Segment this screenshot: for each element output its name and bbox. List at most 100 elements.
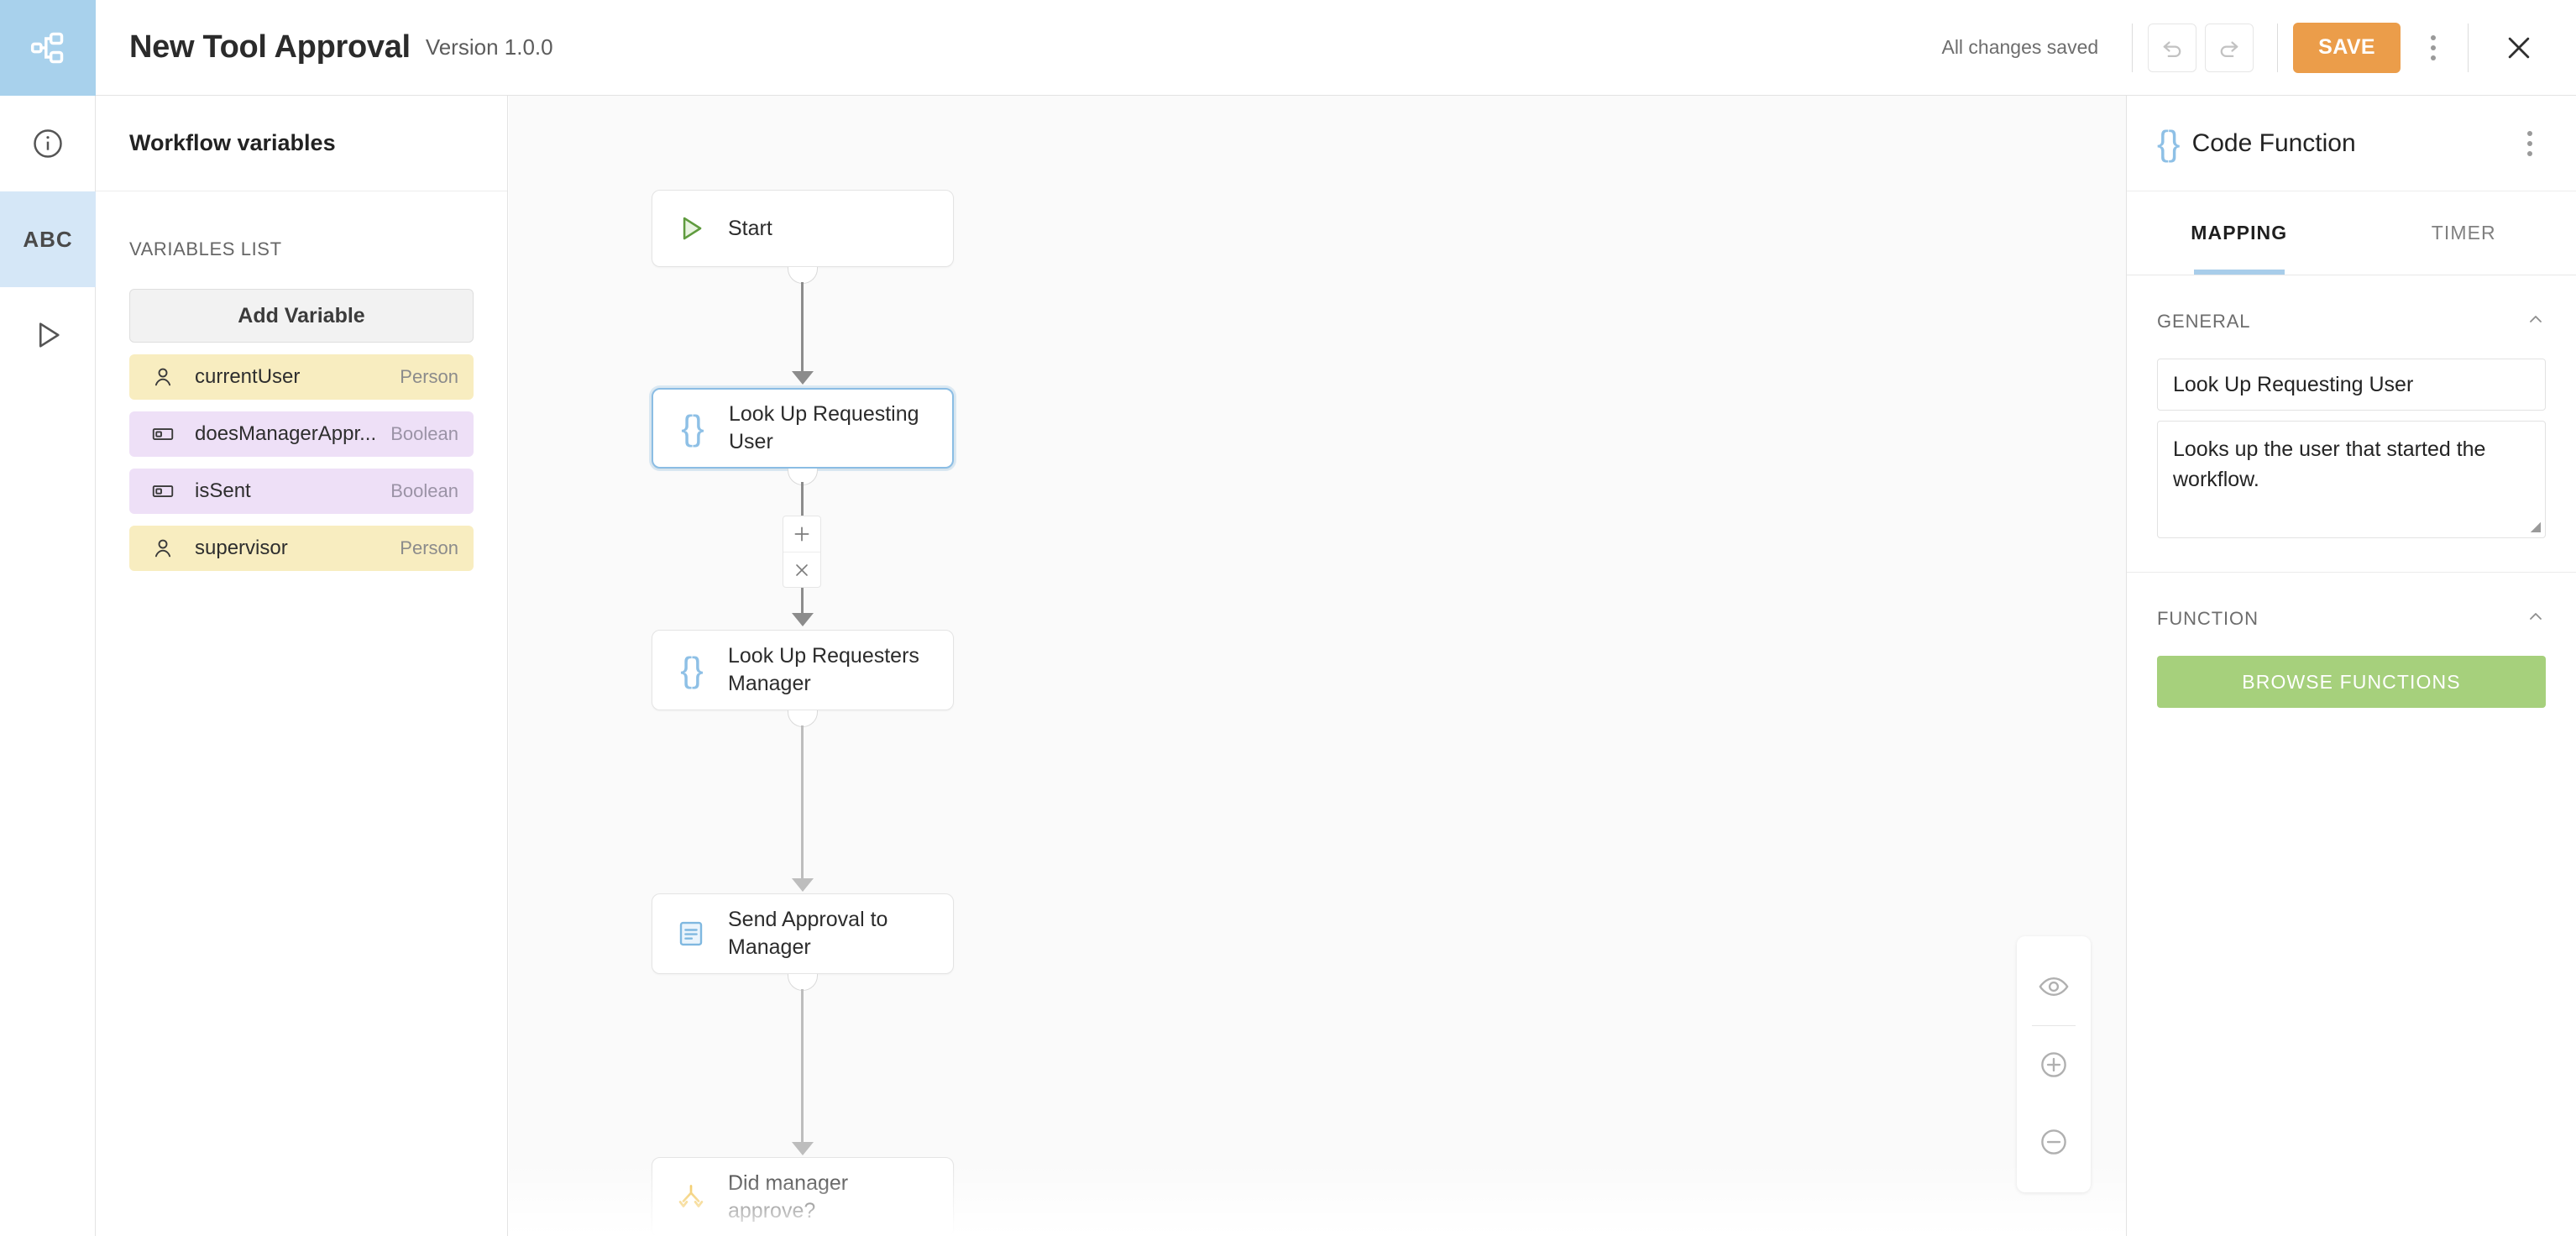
variable-type: Boolean <box>390 480 458 501</box>
toggle-preview-button[interactable] <box>2017 948 2091 1025</box>
variable-row[interactable]: isSent Boolean <box>129 469 474 514</box>
variable-type: Person <box>400 537 458 558</box>
tab-mapping[interactable]: MAPPING <box>2127 191 2352 275</box>
play-triangle-icon <box>39 322 60 348</box>
chevron-up-icon[interactable] <box>2526 606 2546 631</box>
variable-row[interactable]: currentUser Person <box>129 354 474 400</box>
workflow-edge[interactable] <box>801 725 804 882</box>
header-divider-2 <box>2277 23 2279 72</box>
abc-text-icon: ABC <box>23 226 73 252</box>
close-x-icon <box>2508 37 2530 58</box>
toggle-icon <box>148 476 178 506</box>
rail-item-info[interactable] <box>0 96 96 191</box>
workflow-node-look-up-requesting-user[interactable]: { } Look Up Requesting User <box>652 388 954 469</box>
toggle-icon <box>148 419 178 449</box>
zoom-in-icon <box>2041 1052 2066 1077</box>
variable-row[interactable]: doesManagerAppr... Boolean <box>129 411 474 457</box>
browse-functions-button[interactable]: BROWSE FUNCTIONS <box>2157 656 2546 708</box>
add-step-button[interactable] <box>783 516 820 552</box>
properties-tabs: MAPPING TIMER <box>2127 191 2576 275</box>
delete-edge-button[interactable] <box>783 552 820 587</box>
play-triangle-icon <box>671 212 711 244</box>
undo-button[interactable] <box>2148 23 2197 72</box>
workflow-canvas[interactable]: Start { } Look Up Requesting User <box>509 96 2126 1236</box>
app-logo[interactable] <box>0 0 96 96</box>
add-variable-button[interactable]: Add Variable <box>129 289 474 343</box>
variables-list-label: VARIABLES LIST <box>129 238 282 259</box>
kebab-dot <box>2431 55 2436 60</box>
workflow-edge[interactable] <box>801 282 804 374</box>
node-label: Start <box>728 216 772 240</box>
general-section: GENERAL Look Up Requesting User Looks up… <box>2127 275 2576 538</box>
node-description-textarea[interactable]: Looks up the user that started the workf… <box>2157 421 2546 538</box>
variable-type: Boolean <box>390 423 458 444</box>
node-label: Look Up Requesters Manager <box>728 644 919 695</box>
header-divider-1 <box>2132 23 2134 72</box>
general-section-header[interactable]: GENERAL <box>2157 309 2546 333</box>
branch-fork-icon <box>671 1182 711 1212</box>
node-label: Did manager approve? <box>728 1171 849 1223</box>
kebab-dot <box>2431 34 2436 40</box>
node-properties-panel: { } Code Function MAPPING TIMER GENERAL <box>2126 96 2576 1236</box>
variable-row[interactable]: supervisor Person <box>129 526 474 571</box>
variable-name: doesManagerAppr... <box>195 422 377 445</box>
edge-arrowhead <box>792 1142 814 1155</box>
variable-name: isSent <box>195 479 251 502</box>
code-braces-icon: { } <box>681 408 704 448</box>
node-label: Send Approval to Manager <box>728 908 888 959</box>
node-output-port[interactable] <box>788 710 818 727</box>
variables-panel-title: Workflow variables <box>129 130 336 155</box>
redo-arrow-icon <box>2220 40 2238 57</box>
edge-arrowhead <box>792 878 814 892</box>
zoom-out-button[interactable] <box>2017 1103 2091 1181</box>
node-name-input[interactable]: Look Up Requesting User <box>2157 359 2546 411</box>
rail-item-run[interactable] <box>0 287 96 383</box>
kebab-dot <box>2527 140 2532 146</box>
workflow-sitemap-icon <box>30 32 64 64</box>
header-divider-3 <box>2468 23 2469 72</box>
chevron-up-icon[interactable] <box>2526 309 2546 333</box>
workflow-node-start[interactable]: Start <box>652 190 954 267</box>
top-header: New Tool Approval Version 1.0.0 All chan… <box>96 0 2576 96</box>
info-circle-icon <box>34 129 62 158</box>
node-description-value: Looks up the user that started the workf… <box>2173 437 2486 491</box>
person-icon <box>148 362 178 392</box>
variable-name: currentUser <box>195 365 301 388</box>
variable-name: supervisor <box>195 537 288 559</box>
close-x-icon <box>796 563 808 576</box>
properties-more-button[interactable] <box>2511 119 2549 168</box>
function-section-header[interactable]: FUNCTION <box>2157 606 2546 631</box>
node-label: Look Up Requesting User <box>729 402 919 453</box>
zoom-in-button[interactable] <box>2017 1026 2091 1103</box>
page-title: New Tool Approval <box>129 29 411 65</box>
resize-grip-icon[interactable]: ◢ <box>2530 520 2541 534</box>
node-output-port[interactable] <box>788 267 818 284</box>
workflow-node-look-up-requesters-manager[interactable]: { } Look Up Requesters Manager <box>652 630 954 710</box>
variables-panel-header: Workflow variables <box>96 96 507 191</box>
version-label: Version 1.0.0 <box>425 34 553 60</box>
function-section-title: FUNCTION <box>2157 607 2259 629</box>
function-section: FUNCTION BROWSE FUNCTIONS <box>2127 572 2576 708</box>
workflow-edge[interactable] <box>801 989 804 1145</box>
redo-button[interactable] <box>2205 23 2254 72</box>
header-more-button[interactable] <box>2414 24 2453 72</box>
variable-type: Person <box>400 366 458 387</box>
node-output-port[interactable] <box>788 974 818 991</box>
tab-timer[interactable]: TIMER <box>2431 222 2496 244</box>
kebab-dot <box>2527 150 2532 156</box>
code-braces-icon: { } <box>680 650 704 689</box>
canvas-zoom-controls <box>2017 936 2091 1192</box>
save-status-text: All changes saved <box>1941 36 2099 58</box>
close-button[interactable] <box>2494 23 2544 73</box>
kebab-dot <box>2527 130 2532 136</box>
edge-arrowhead <box>792 371 814 385</box>
workflow-node-send-approval-to-manager[interactable]: Send Approval to Manager <box>652 893 954 974</box>
workflow-node-did-manager-approve[interactable]: Did manager approve? <box>652 1157 954 1236</box>
plus-icon <box>794 526 809 542</box>
save-button[interactable]: SAVE <box>2293 22 2401 73</box>
undo-arrow-icon <box>2163 40 2181 57</box>
rail-item-variables[interactable]: ABC <box>0 191 96 287</box>
edge-controls[interactable] <box>783 516 821 588</box>
left-rail: ABC <box>0 0 96 1236</box>
